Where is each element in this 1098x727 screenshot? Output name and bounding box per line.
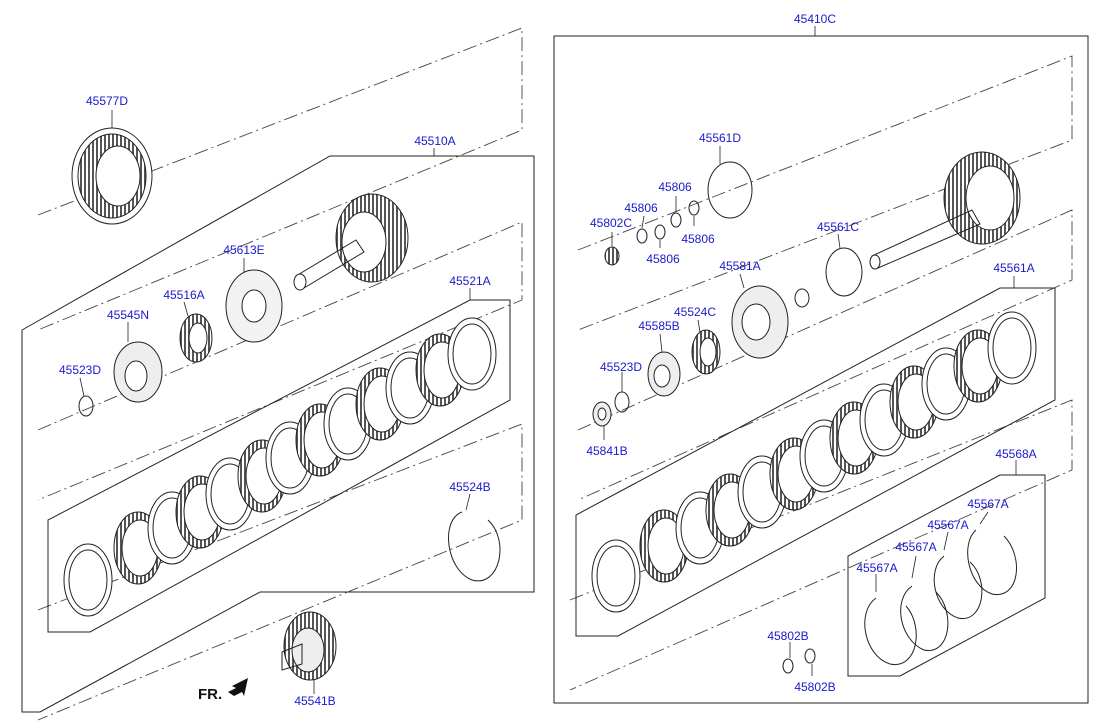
o-rings-45806 xyxy=(636,196,700,248)
o-rings-45802b xyxy=(782,642,816,676)
label-45567a-2[interactable]: 45567A xyxy=(927,518,969,532)
clutch-pack-45561a xyxy=(591,276,1037,613)
label-45567a-1[interactable]: 45567A xyxy=(967,497,1009,511)
front-indicator-label: FR. xyxy=(198,686,223,703)
label-45613e[interactable]: 45613E xyxy=(223,243,265,257)
snap-ring-45523d-right xyxy=(614,372,630,413)
seal-ring-45561d xyxy=(707,146,753,219)
label-45561c[interactable]: 45561C xyxy=(816,220,860,234)
shaft-drum-45410c xyxy=(869,151,1021,270)
label-45561a[interactable]: 45561A xyxy=(993,261,1035,275)
piston-45545n xyxy=(113,322,163,403)
seal-ring-45561c xyxy=(794,233,863,308)
bushing-45841b xyxy=(592,401,612,440)
frame-left-main xyxy=(21,155,535,713)
label-45521a[interactable]: 45521A xyxy=(449,274,491,288)
label-45802c[interactable]: 45802C xyxy=(589,216,633,230)
label-45806-d[interactable]: 45806 xyxy=(646,252,680,266)
label-45806-c[interactable]: 45806 xyxy=(681,232,715,246)
snap-ring-45523d-left xyxy=(78,377,94,417)
shaft-drum-45510a xyxy=(293,148,435,291)
bushing-45802c xyxy=(604,232,620,266)
label-45523d-left[interactable]: 45523D xyxy=(58,363,102,377)
label-45568a[interactable]: 45568A xyxy=(995,447,1037,461)
label-45585b[interactable]: 45585B xyxy=(638,319,680,333)
label-45545n[interactable]: 45545N xyxy=(106,308,150,322)
piston-45581a xyxy=(731,273,789,359)
label-45581a[interactable]: 45581A xyxy=(719,259,761,273)
hub-45613e xyxy=(225,258,283,343)
drum-45577d xyxy=(71,110,153,225)
front-arrow-icon xyxy=(228,678,248,696)
label-45567a-4[interactable]: 45567A xyxy=(856,561,898,575)
label-45577d[interactable]: 45577D xyxy=(85,94,129,108)
label-45806-b[interactable]: 45806 xyxy=(624,201,658,215)
clutch-pack-45521a xyxy=(63,288,497,617)
piston-45585b xyxy=(647,333,681,397)
frame-45410c xyxy=(553,26,1089,704)
label-45524b[interactable]: 45524B xyxy=(449,480,491,494)
label-45510a[interactable]: 45510A xyxy=(414,134,456,148)
label-45567a-3[interactable]: 45567A xyxy=(895,540,937,554)
label-45523d-right[interactable]: 45523D xyxy=(599,360,643,374)
frame-45561a xyxy=(575,287,1056,637)
label-45802b-bottom[interactable]: 45802B xyxy=(794,680,836,694)
snap-rings-45567a xyxy=(864,460,1017,665)
label-45524c[interactable]: 45524C xyxy=(673,305,717,319)
bearing-45524c xyxy=(691,319,721,375)
label-45806-a[interactable]: 45806 xyxy=(658,180,692,194)
label-45516a[interactable]: 45516A xyxy=(163,288,205,302)
label-45802b-top[interactable]: 45802B xyxy=(767,629,809,643)
gear-45541b xyxy=(281,611,337,694)
bearing-45516a xyxy=(179,301,213,363)
frame-45568a xyxy=(847,474,1046,677)
label-45410c[interactable]: 45410C xyxy=(793,12,837,26)
label-45841b[interactable]: 45841B xyxy=(586,444,628,458)
snap-ring-45524b xyxy=(448,493,501,582)
label-45561d[interactable]: 45561D xyxy=(698,131,742,145)
dashed-guides xyxy=(37,27,1073,721)
label-45541b[interactable]: 45541B xyxy=(294,694,336,708)
